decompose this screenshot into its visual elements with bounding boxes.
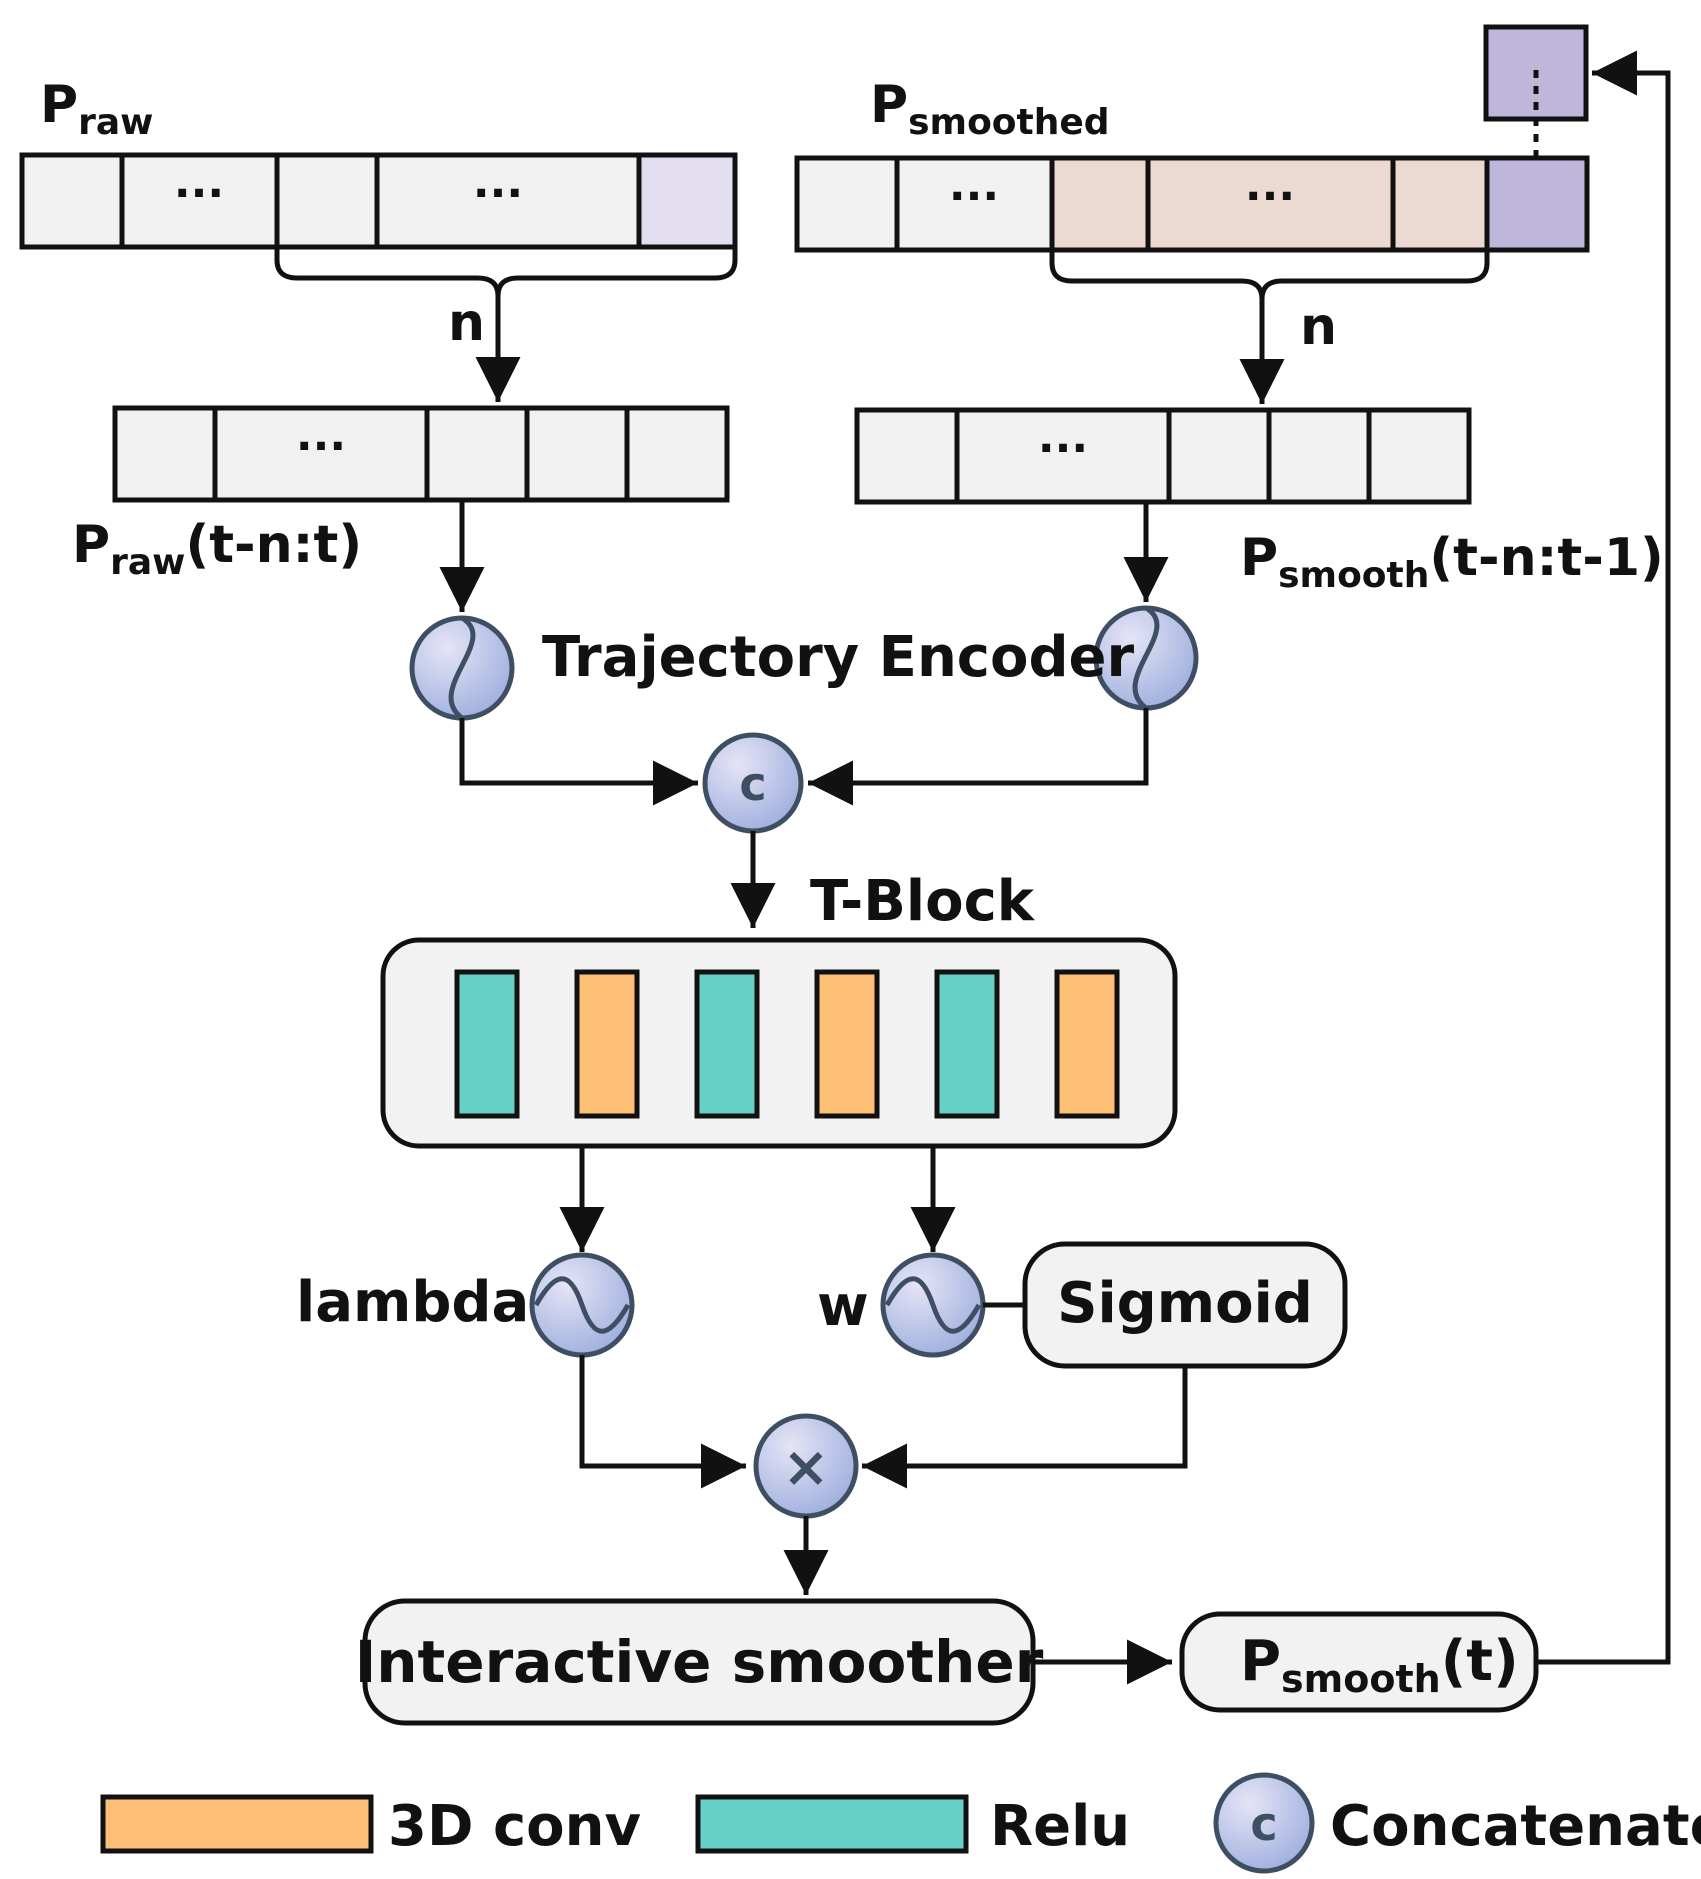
conv-layer bbox=[574, 969, 640, 1119]
p-raw-window: ··· bbox=[112, 405, 730, 503]
p-smoothed-sequence: ··· ··· bbox=[794, 155, 1590, 253]
ellipsis: ··· bbox=[1245, 171, 1295, 222]
sequence-cell-window bbox=[1390, 155, 1490, 253]
relu-layer bbox=[694, 969, 760, 1119]
wave-icon bbox=[1132, 605, 1160, 711]
window-brace-right bbox=[1259, 250, 1490, 300]
lambda-label: lambda bbox=[296, 1270, 529, 1335]
connector bbox=[579, 1355, 730, 1469]
w-label: w bbox=[817, 1274, 869, 1339]
window-cell bbox=[1266, 407, 1372, 505]
t-block bbox=[380, 937, 1178, 1149]
sequence-cell bbox=[274, 152, 380, 250]
lambda-node bbox=[529, 1252, 635, 1358]
multiply-node: × bbox=[753, 1413, 859, 1519]
legend-concat-symbol: c bbox=[1250, 1797, 1277, 1851]
concat-symbol: c bbox=[739, 757, 766, 811]
conv-layer bbox=[814, 969, 880, 1119]
ellipsis: ··· bbox=[174, 168, 224, 219]
connector bbox=[878, 1366, 1188, 1469]
relu-layer bbox=[454, 969, 520, 1119]
legend-relu-label: Relu bbox=[990, 1794, 1130, 1859]
wave-icon bbox=[448, 615, 476, 721]
p-smooth-output-block: Psmooth(t) bbox=[1179, 1611, 1539, 1713]
connector bbox=[459, 718, 686, 786]
window-cell bbox=[112, 405, 218, 503]
interactive-smoother-label: Interactive smoother bbox=[355, 1628, 1044, 1696]
p-smoothed-label: Psmoothed bbox=[870, 75, 1110, 143]
legend-concat-label: Concatenate bbox=[1330, 1794, 1701, 1859]
sigmoid-label: Sigmoid bbox=[1057, 1271, 1313, 1336]
sigmoid-block: Sigmoid bbox=[1022, 1241, 1348, 1369]
window-cell bbox=[1366, 407, 1472, 505]
window-cell bbox=[424, 405, 530, 503]
sequence-cell-current bbox=[1484, 155, 1590, 253]
window-cell bbox=[524, 405, 630, 503]
window-cell bbox=[212, 405, 430, 503]
sequence-cell bbox=[19, 152, 125, 250]
concat-node: c bbox=[702, 732, 804, 834]
sequence-cell-window bbox=[1049, 155, 1151, 253]
p-raw-window-label: Praw(t-n:t) bbox=[72, 515, 362, 583]
window-brace-left bbox=[495, 247, 738, 297]
tilde-icon bbox=[884, 1276, 982, 1334]
window-cell bbox=[624, 405, 730, 503]
n-label-right: n bbox=[1300, 297, 1337, 357]
legend-conv-label: 3D conv bbox=[388, 1794, 641, 1859]
conv-layer bbox=[1054, 969, 1120, 1119]
ellipsis: ··· bbox=[1038, 423, 1088, 474]
n-label-left: n bbox=[448, 293, 485, 353]
legend: 3D conv Relu c Concatenate bbox=[100, 1772, 1701, 1874]
interactive-smoother-block: Interactive smoother bbox=[355, 1598, 1044, 1726]
sequence-cell bbox=[119, 152, 280, 250]
p-raw-sequence: ··· ··· bbox=[19, 152, 738, 250]
connector bbox=[820, 708, 1149, 786]
ellipsis: ··· bbox=[296, 421, 346, 472]
sequence-cell-current bbox=[636, 152, 738, 250]
sequence-cell bbox=[374, 152, 642, 250]
p-smooth-window-label: Psmooth(t-n:t-1) bbox=[1240, 528, 1664, 596]
window-cell bbox=[854, 407, 960, 505]
w-node bbox=[880, 1252, 986, 1358]
window-brace-right bbox=[1049, 250, 1265, 385]
ellipsis: ··· bbox=[949, 171, 999, 222]
p-raw-label: Praw bbox=[40, 75, 153, 143]
p-smooth-window: ··· bbox=[854, 407, 1472, 505]
multiply-symbol: × bbox=[783, 1435, 830, 1500]
legend-relu-swatch bbox=[695, 1794, 969, 1854]
feedback-connector bbox=[1536, 70, 1671, 1665]
trajectory-encoder-label: Trajectory Encoder bbox=[542, 625, 1135, 690]
ellipsis: ··· bbox=[473, 168, 523, 219]
sequence-cell bbox=[794, 155, 900, 253]
window-cell bbox=[1166, 407, 1272, 505]
relu-layer bbox=[934, 969, 1000, 1119]
legend-concat-icon bbox=[1213, 1772, 1315, 1874]
tilde-icon bbox=[533, 1276, 631, 1334]
p-smooth-t-label: Psmooth(t) bbox=[1240, 1629, 1519, 1701]
sequence-cell bbox=[894, 155, 1055, 253]
t-block-label: T-Block bbox=[810, 869, 1036, 934]
trajectory-encoder-left bbox=[409, 615, 515, 721]
legend-conv-swatch bbox=[100, 1794, 374, 1854]
